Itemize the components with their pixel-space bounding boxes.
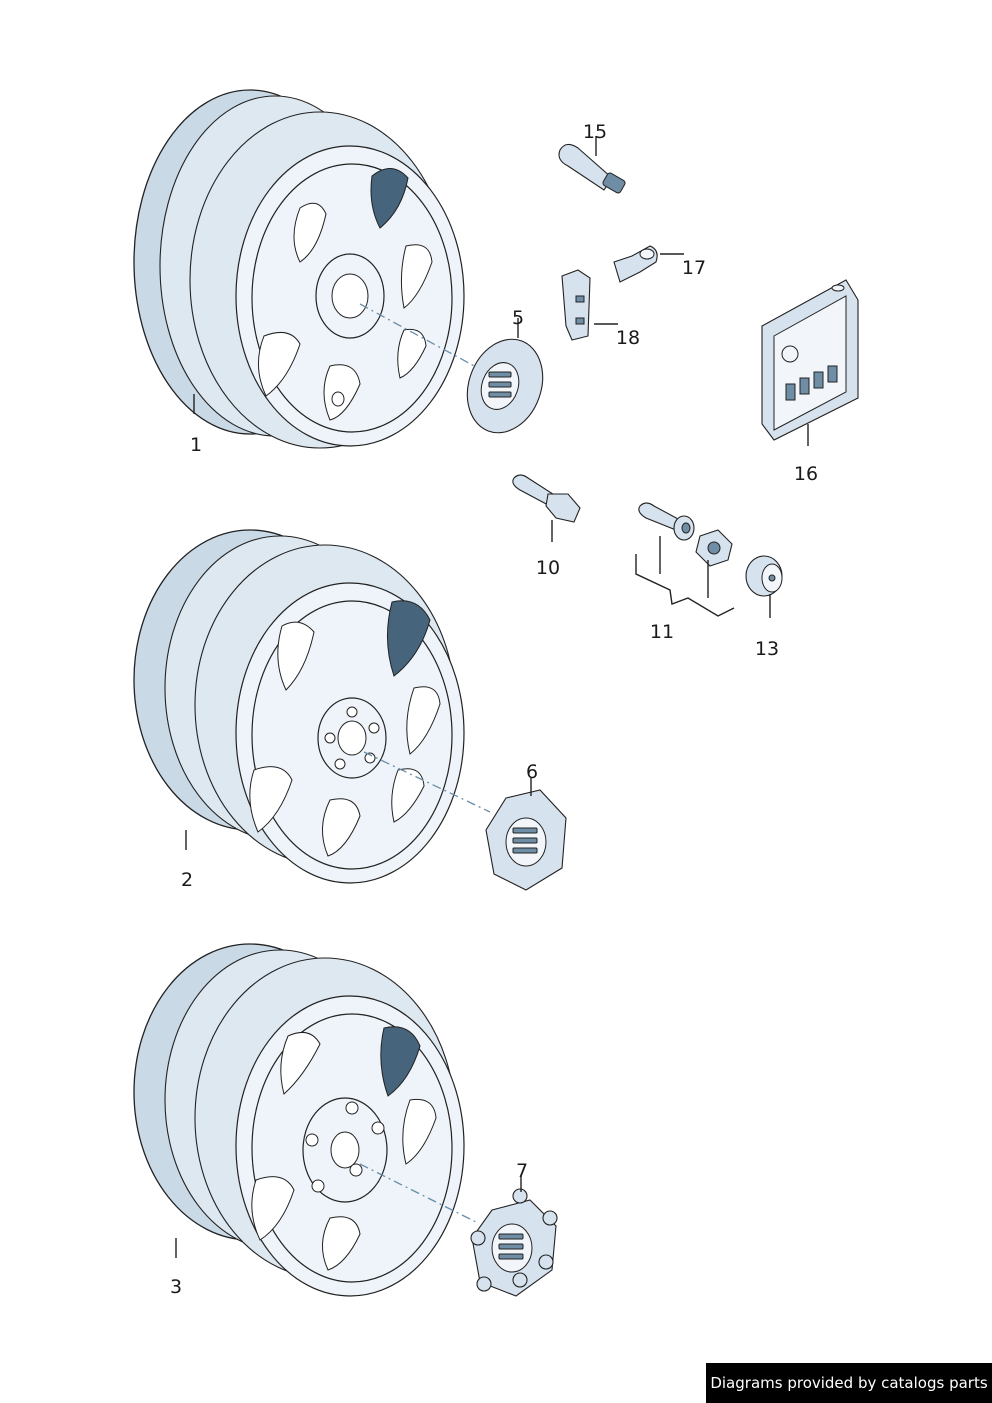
- callout-17: 17: [682, 257, 706, 279]
- callout-18: 18: [616, 327, 640, 349]
- center-cap-5: [466, 338, 544, 434]
- center-cap-7: [470, 1188, 558, 1297]
- wheel-lock-kit-16: [761, 279, 859, 441]
- center-cap-6: [485, 789, 567, 891]
- balance-weight-18: [561, 269, 591, 341]
- callout-15: 15: [583, 121, 607, 143]
- callout-6: 6: [526, 761, 538, 783]
- tire-valve-15: [558, 143, 626, 194]
- lock-adapter-13: [745, 555, 783, 597]
- callout-5: 5: [512, 307, 524, 329]
- callout-10: 10: [536, 557, 560, 579]
- credit-banner: Diagrams provided by catalogs parts: [706, 1363, 992, 1403]
- callout-16: 16: [794, 463, 818, 485]
- alloy-wheel-2: [133, 529, 465, 884]
- callout-7: 7: [516, 1160, 528, 1182]
- callout-13: 13: [755, 638, 779, 660]
- callout-3: 3: [170, 1276, 182, 1298]
- alloy-wheel-3: [133, 943, 465, 1297]
- wheel-bolt-10: [512, 474, 581, 523]
- alloy-wheel-1: [133, 89, 465, 449]
- locking-bolt-set-11: [638, 502, 733, 567]
- valve-clip-17: [613, 245, 658, 283]
- callout-2: 2: [181, 869, 193, 891]
- callout-1: 1: [190, 434, 202, 456]
- callout-11: 11: [650, 621, 674, 643]
